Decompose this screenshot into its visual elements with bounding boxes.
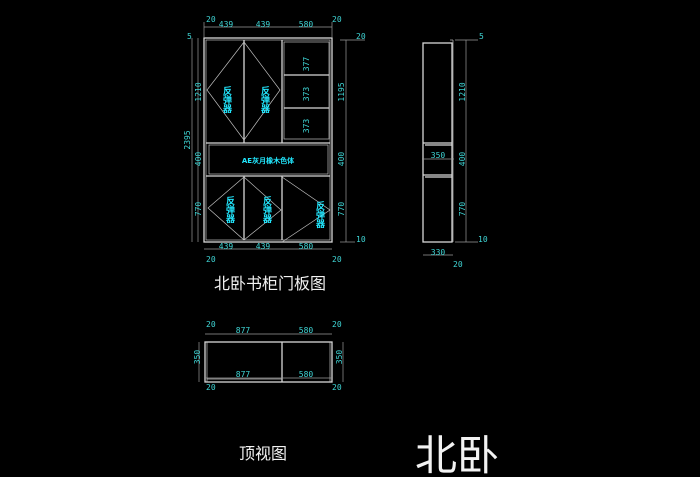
dimension-label: 350 bbox=[335, 350, 344, 365]
dimension-label: 20 bbox=[206, 383, 216, 392]
dimension-label: 350 bbox=[193, 350, 202, 365]
dimension-label: 5 bbox=[479, 32, 484, 41]
dimension-label: 377 bbox=[302, 57, 311, 72]
dimension-label: 5 bbox=[187, 32, 192, 41]
dimension-label: 20 bbox=[206, 320, 216, 329]
dimension-label: 350 bbox=[431, 151, 446, 160]
dimension-label: 770 bbox=[337, 202, 346, 217]
dimension-label: 1210 bbox=[194, 82, 203, 101]
dimension-label: 580 bbox=[299, 20, 314, 29]
dimension-label: 580 bbox=[299, 370, 314, 379]
dimension-label: 10 bbox=[356, 235, 366, 244]
dimension-label: 20 bbox=[206, 255, 216, 264]
dimension-label: 373 bbox=[302, 87, 311, 102]
room-label: 北卧 bbox=[415, 431, 499, 477]
dimension-label: 反弹器 bbox=[221, 85, 233, 114]
shelf-box bbox=[283, 41, 330, 140]
dimension-label: 10 bbox=[478, 235, 488, 244]
dimension-label: 877 bbox=[236, 326, 251, 335]
dimension-label: 439 bbox=[256, 242, 271, 251]
dimension-label: 439 bbox=[219, 242, 234, 251]
front-view-title: 北卧书柜门板图 bbox=[214, 274, 326, 293]
dimension-label: 439 bbox=[219, 20, 234, 29]
dimension-label: 770 bbox=[194, 202, 203, 217]
side-view: 350 5 1210 400 770 10 330 20 bbox=[422, 32, 488, 269]
dimension-label: 330 bbox=[431, 248, 446, 257]
dimension-label: 580 bbox=[299, 242, 314, 251]
dimension-label: 373 bbox=[302, 119, 311, 134]
dimension-label: 580 bbox=[299, 326, 314, 335]
dimension-label: 1195 bbox=[337, 82, 346, 101]
door-label: 反弹器 反弹器 反弹器 反弹器 反弹器 bbox=[221, 85, 326, 229]
dimension-label: 反弹器 bbox=[259, 85, 271, 114]
dimension-label: 770 bbox=[458, 202, 467, 217]
dimension-label: 反弹器 bbox=[314, 200, 326, 229]
dimension-label: 400 bbox=[337, 152, 346, 167]
dimension-label: 877 bbox=[236, 370, 251, 379]
dimension-label: 20 bbox=[332, 383, 342, 392]
dimension-label: 20 bbox=[453, 260, 463, 269]
dimension-label: 反弹器 bbox=[224, 195, 236, 224]
cabinet-outline bbox=[203, 37, 333, 243]
top-view: 20 877 580 20 877 580 20 20 350 350 顶视图 bbox=[193, 320, 344, 463]
top-view-title: 顶视图 bbox=[239, 444, 287, 463]
dimension-label: 400 bbox=[194, 152, 203, 167]
dimension-label: 20 bbox=[332, 15, 342, 24]
dimension-label: 1210 bbox=[458, 82, 467, 101]
dimension-label: 20 bbox=[332, 255, 342, 264]
dimension-label: 20 bbox=[206, 15, 216, 24]
front-view: 反弹器 反弹器 反弹器 反弹器 反弹器 AE灰月橡木色体 377 373 373… bbox=[183, 15, 366, 293]
dimension-label: 20 bbox=[332, 320, 342, 329]
dimension-label: 439 bbox=[256, 20, 271, 29]
middle-panel-label: AE灰月橡木色体 bbox=[242, 156, 295, 165]
dimension-label: 400 bbox=[458, 152, 467, 167]
dimension-label: 反弹器 bbox=[261, 195, 273, 224]
dimension-label: 2395 bbox=[183, 130, 192, 149]
dimension-label: 20 bbox=[356, 32, 366, 41]
